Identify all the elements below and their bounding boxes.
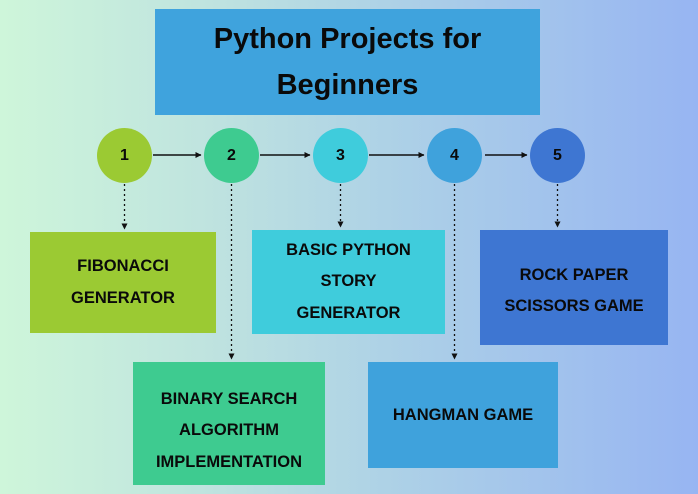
project-box-hangman-game: HANGMAN GAME: [368, 362, 558, 468]
step-circle-1: 1: [97, 128, 152, 183]
project-box-fibonacci-generator: FIBONACCI GENERATOR: [30, 232, 216, 333]
project-box-label: FIBONACCI GENERATOR: [71, 257, 175, 307]
step-circle-3: 3: [313, 128, 368, 183]
diagram-title-text: Python Projects for Beginners: [213, 22, 482, 101]
project-box-label: HANGMAN GAME: [392, 406, 534, 424]
diagram-title: Python Projects for Beginners: [155, 9, 540, 115]
step-circle-4: 4: [427, 128, 482, 183]
step-number: 3: [336, 146, 345, 164]
step-circle-5: 5: [530, 128, 585, 183]
step-number: 4: [450, 146, 459, 164]
project-box-label: ROCK PAPER SCISSORS GAME: [504, 266, 644, 316]
project-box-basic-python-story-generator: BASIC PYTHON STORY GENERATOR: [252, 230, 445, 334]
step-number: 1: [120, 146, 129, 164]
step-number: 2: [227, 146, 236, 164]
step-number: 5: [553, 146, 562, 164]
step-circle-2: 2: [204, 128, 259, 183]
project-box-binary-search-algorithm: BINARY SEARCH ALGORITHM IMPLEMENTATION: [133, 362, 325, 485]
project-box-rock-paper-scissors-game: ROCK PAPER SCISSORS GAME: [480, 230, 668, 345]
project-box-label: BINARY SEARCH ALGORITHM IMPLEMENTATION: [155, 390, 303, 471]
project-box-label: BASIC PYTHON STORY GENERATOR: [286, 240, 411, 322]
